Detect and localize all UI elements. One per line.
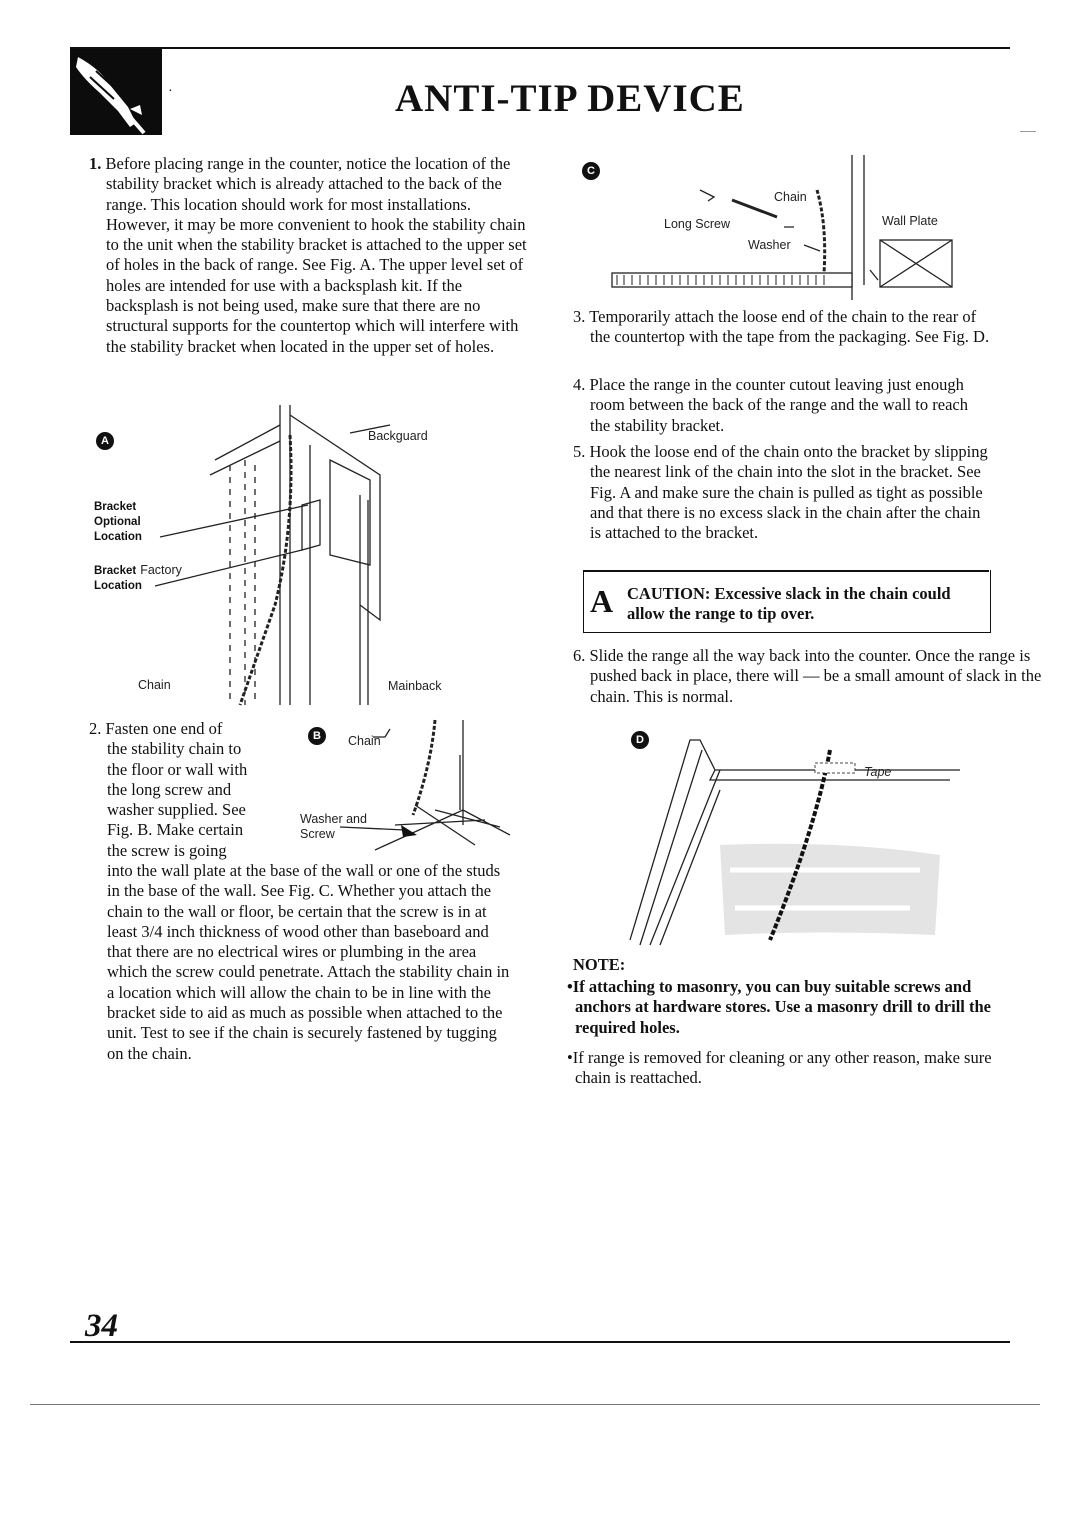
bracket-optional-line-3: Location [94,531,142,543]
figure-a-backguard-label: Backguard [368,429,428,443]
figure-b-badge: B [308,727,326,745]
step-1-paragraph: 1. Before placing range in the counter, … [89,154,530,357]
factory-word: Factory [140,563,182,577]
figure-c-illustration [611,155,953,300]
header-rule [70,47,1010,49]
note-bullet-1: •If attaching to masonry, you can buy su… [567,977,991,1037]
step-2-line-3: the floor or wall with [107,759,248,779]
figure-a-illustration [154,405,391,706]
figure-a-badge: A [96,432,114,450]
location-word: Location [94,580,142,592]
step-1-number: 1. [89,154,102,173]
figure-a-chain-label: Chain [138,678,171,692]
figure-a-bracket-optional-label: Bracket Optional Location [94,500,142,545]
caution-symbol: A [590,583,614,619]
step-3-paragraph: 3. Temporarily attach the loose end of t… [573,307,990,347]
figure-c-long-screw-label: Long Screw [664,217,731,231]
page-bottom-rule [70,1341,1010,1343]
step-2-line-7: the screw is going [107,840,227,860]
bracket-optional-line-2: Optional [94,516,141,528]
step-2-line-6: Fig. B. Make certain [107,820,244,840]
caution-box-top [583,570,989,572]
step-2-line-4: the long screw and [107,779,232,799]
step-4-paragraph: 4. Place the range in the counter cutout… [573,375,968,435]
figure-c-chain-label: Chain [774,190,807,204]
stray-mark: · [168,84,173,99]
step-2-line-5: washer supplied. See [107,800,246,820]
bracket-optional-line-1: Bracket [94,501,137,513]
note-bullet-2: •If range is removed for cleaning or any… [567,1048,992,1088]
figure-d-badge: D [631,731,649,749]
hand-tool-icon [70,49,162,135]
step-5-paragraph: 5. Hook the loose end of the chain onto … [573,442,988,543]
figure-b-washer-screw-label: Washer and Screw [300,812,367,842]
bracket-factory-word: Bracket [94,565,137,577]
step-1-text: Before placing range in the counter, not… [105,154,527,356]
figure-a-mainback-label: Mainback [388,679,442,693]
figure-b-illustration [339,719,511,851]
figure-a-bracket-factory-label: Bracket Factory Location [94,561,182,594]
screw-text: Screw [300,827,335,841]
figure-b-chain-label: Chain [348,734,381,748]
page-footer-rule [30,1404,1040,1405]
page-number: 34 [85,1308,118,1344]
washer-and-text: Washer and [300,812,367,826]
step-2-rest: into the wall plate at the base of the w… [107,861,510,1063]
step-2-intro: 2. Fasten one end of the stability chain… [89,719,289,861]
stray-dash [1020,131,1036,132]
figure-d-illustration [629,739,960,946]
figure-c-washer-label: Washer [748,238,791,252]
step-2-line-1: 2. Fasten one end of [89,719,223,738]
page-title: ANTI-TIP DEVICE [395,77,745,120]
figure-d-tape-label: Tape [864,765,892,779]
caution-box [583,570,991,633]
step-2-line-2: the stability chain to [107,739,242,759]
caution-text: CAUTION: Excessive slack in the chain co… [627,584,951,624]
note-heading: NOTE: [573,955,626,974]
figure-c-wall-plate-label: Wall Plate [882,214,938,228]
figure-c-badge: C [582,162,600,180]
step-6-paragraph: 6. Slide the range all the way back into… [573,646,1042,706]
